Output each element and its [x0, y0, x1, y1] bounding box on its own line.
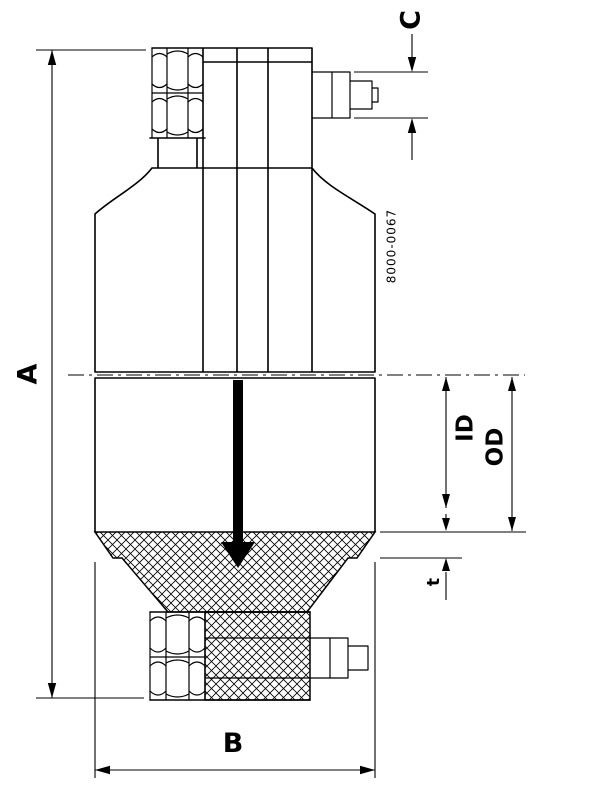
dim-t-label: t — [424, 578, 444, 586]
lower-boss-section-hatch — [204, 611, 311, 701]
upper-bolt-body — [311, 71, 379, 119]
dim-t-arrow-up — [442, 558, 450, 571]
dim-c-extension-lines — [354, 71, 428, 119]
lower-nut-chamfer-arcs — [149, 614, 206, 698]
dim-od-label: OD — [483, 428, 509, 467]
flow-arrow-head — [221, 542, 255, 568]
dim-od-arrow-up — [508, 377, 516, 391]
lower-nut-facets — [149, 611, 206, 701]
dim-c-arrow-down — [407, 57, 417, 72]
dim-id-arrow-down — [442, 494, 450, 508]
dim-id-label: ID — [453, 414, 479, 442]
part-number: 8000-0067 — [385, 209, 399, 283]
dim-id-arrow-up — [442, 377, 450, 391]
upper-flange — [94, 47, 379, 373]
dim-c-arrow-up — [407, 118, 417, 133]
dim-a-arrow-down — [47, 683, 57, 698]
dim-b-extension-lines — [94, 562, 376, 778]
flow-direction-arrow — [221, 380, 255, 568]
lower-stud-shank — [204, 637, 311, 679]
dimension-od: OD — [380, 377, 526, 533]
dimension-a: A — [13, 49, 146, 699]
dim-b-arrow-right — [360, 765, 375, 775]
dim-a-label: A — [13, 363, 44, 384]
upper-flange-outline — [94, 47, 376, 373]
flow-arrow-shaft — [233, 380, 243, 542]
dim-a-arrow-up — [47, 50, 57, 65]
lower-stud-nuts — [149, 611, 206, 701]
dim-c-label: C — [396, 10, 427, 30]
lower-bolt-tip — [309, 637, 369, 679]
upper-jack-screw — [311, 71, 379, 119]
upper-stud-nuts — [151, 47, 204, 139]
dim-od-arrow-down — [508, 517, 516, 531]
lower-flange — [93, 377, 377, 701]
upper-nut-facets — [151, 47, 204, 139]
dim-b-label: B — [223, 728, 244, 759]
upper-nut-chamfer-arcs — [151, 50, 204, 136]
dimension-t: t — [380, 514, 462, 600]
dim-b-arrow-left — [95, 765, 110, 775]
dimension-id: ID — [442, 377, 479, 508]
dimension-c: C — [354, 10, 428, 160]
dimension-b: B — [94, 562, 376, 778]
dim-a-extension-lines — [36, 49, 146, 699]
lower-fastener-faces — [149, 611, 311, 701]
lower-bolt-end — [309, 637, 369, 679]
lower-flange-plate — [94, 377, 376, 533]
dim-t-arrow-down — [442, 518, 450, 531]
